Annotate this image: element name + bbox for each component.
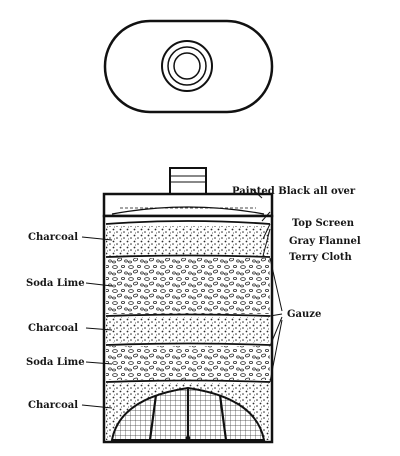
soda-lime-layer-lower: [106, 346, 270, 380]
labels: Painted Black all over Top Screen Gray F…: [26, 186, 361, 411]
outlet-ring-mid: [167, 46, 207, 86]
label-charcoal-middle: Charcoal: [28, 323, 78, 334]
gauze-layers: [105, 220, 271, 383]
outlet-neck: [169, 167, 207, 195]
outlet-ring-outer: [161, 40, 213, 92]
label-gauze: Gauze: [287, 309, 321, 320]
top-cap: [102, 192, 274, 218]
label-soda-lime-upper: Soda Lime: [26, 278, 85, 289]
canister-section: [102, 167, 274, 444]
label-terry-cloth: Terry Cloth: [289, 252, 353, 263]
leader-lines: [81, 188, 283, 409]
soda-lime-layer-upper: [106, 258, 270, 314]
label-soda-lime-lower: Soda Lime: [26, 357, 85, 368]
charcoal-layer-middle: [106, 317, 270, 343]
label-charcoal-bottom: Charcoal: [28, 400, 78, 411]
label-charcoal-top: Charcoal: [28, 232, 78, 243]
top-view: [103, 19, 274, 114]
label-painted-black: Painted Black all over: [232, 186, 356, 197]
outlet-ring-inner: [173, 52, 201, 80]
charcoal-layer-top: [106, 226, 270, 256]
top-screen-dome: [111, 206, 265, 215]
label-top-screen: Top Screen: [292, 218, 355, 229]
label-gray-flannel: Gray Flannel: [289, 236, 361, 247]
